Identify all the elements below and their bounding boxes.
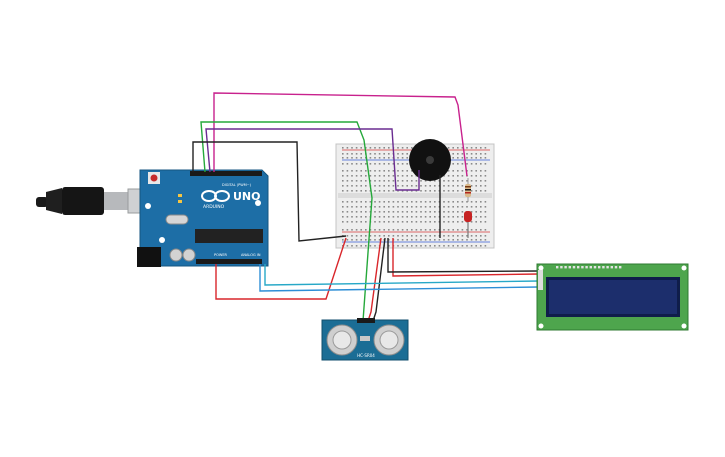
wire-green bbox=[200, 121, 373, 322]
atmega-chip bbox=[195, 229, 263, 243]
uno-label: UNO bbox=[233, 190, 261, 203]
wire-magenta bbox=[213, 92, 468, 177]
power-label: POWER bbox=[214, 253, 228, 257]
wire-teal-scl bbox=[264, 264, 540, 286]
usb-plug-body bbox=[62, 187, 104, 215]
wires bbox=[192, 92, 540, 322]
piezo-buzzer bbox=[409, 139, 451, 181]
lcd-screen bbox=[549, 280, 677, 314]
arduino-label: ARDUINO bbox=[203, 204, 225, 210]
power-analog-header bbox=[196, 259, 262, 264]
analog-label: ANALOG IN bbox=[241, 253, 261, 257]
usb-cable-end bbox=[36, 197, 48, 207]
lcd-top-pins bbox=[556, 266, 622, 269]
ultrasonic-sensor: HC-SR04 bbox=[321, 318, 409, 361]
digital-label: DIGITAL (PWM~) bbox=[222, 183, 252, 187]
lcd-module bbox=[536, 263, 689, 331]
wire-red-power bbox=[215, 237, 347, 300]
arduino-board: UNO ARDUINO DIGITAL (PWM~) POWER ANALOG … bbox=[137, 169, 269, 267]
wire-red-lcd bbox=[392, 238, 540, 277]
wire-blue-sda bbox=[259, 264, 540, 292]
usb-cable bbox=[36, 187, 155, 215]
usb-plug-metal bbox=[104, 192, 128, 210]
wire-black-top bbox=[192, 141, 347, 242]
capacitor bbox=[182, 248, 196, 262]
capacitor bbox=[169, 248, 183, 262]
crystal bbox=[165, 214, 189, 225]
resistor bbox=[465, 178, 471, 202]
wire-red-sensor bbox=[367, 237, 382, 322]
digital-header bbox=[190, 171, 262, 176]
wire-purple bbox=[205, 128, 420, 191]
usb-strain-relief bbox=[46, 188, 62, 214]
power-jack bbox=[137, 247, 161, 267]
sensor-name: HC-SR04 bbox=[357, 353, 375, 358]
arduino-logo bbox=[201, 190, 230, 202]
lcd-i2c-pins bbox=[538, 270, 543, 290]
sensor-header bbox=[357, 318, 375, 323]
red-led bbox=[464, 211, 472, 238]
wire-black-lcd bbox=[387, 238, 540, 273]
